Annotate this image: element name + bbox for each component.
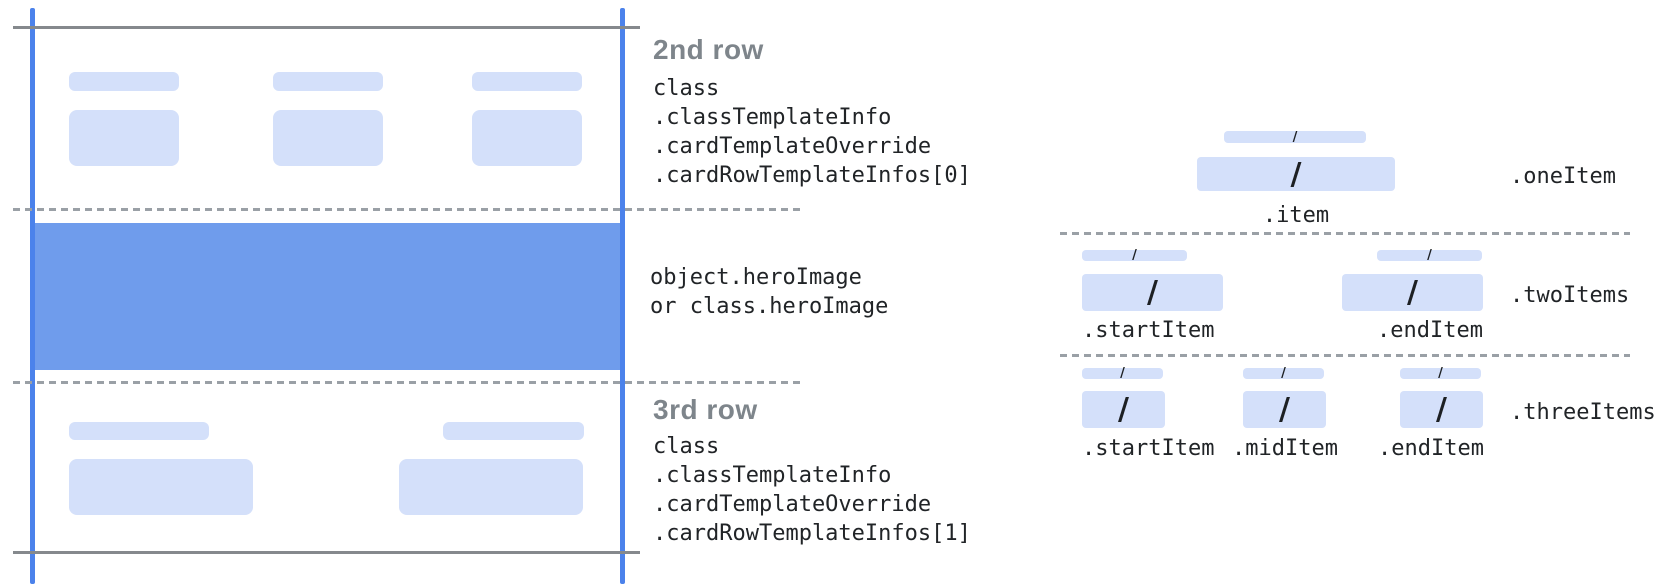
card-right-edge-line	[620, 8, 625, 584]
row3-col2-label-placeholder	[443, 422, 584, 440]
slash-placeholder: /	[1279, 392, 1290, 427]
card-top-border-line	[13, 26, 640, 29]
row3-col2-value-placeholder	[399, 459, 583, 515]
twoitems-enditem-value-bar: /	[1342, 274, 1483, 311]
slash-placeholder: /	[1427, 248, 1432, 263]
row3-col1-label-placeholder	[69, 422, 209, 440]
oneitem-item-value-bar: /	[1197, 156, 1395, 192]
oneitem-row-caption: .oneItem	[1510, 164, 1616, 189]
oneitem-twoitems-dashed-divider	[1060, 232, 1630, 235]
slash-placeholder: /	[1407, 275, 1418, 310]
slash-placeholder: /	[1132, 248, 1137, 263]
row2-hero-dashed-divider	[13, 208, 802, 211]
threeitems-miditem-label-bar: /	[1243, 366, 1324, 381]
threeitems-enditem-caption: .endItem	[1378, 436, 1484, 461]
slash-placeholder: /	[1147, 275, 1158, 310]
row2-col3-label-placeholder	[472, 72, 582, 91]
twoitems-enditem-caption: .endItem	[1377, 318, 1483, 343]
threeitems-enditem-value-bar: /	[1400, 391, 1483, 428]
slash-placeholder: /	[1120, 366, 1125, 381]
oneitem-item-caption: .item	[1262, 203, 1330, 228]
row2-col3-value-placeholder	[472, 110, 582, 166]
twoitems-row-caption: .twoItems	[1510, 283, 1630, 308]
row2-col2-label-placeholder	[273, 72, 383, 91]
twoitems-enditem-label-bar: /	[1377, 248, 1482, 263]
twoitems-startitem-label-bar: /	[1082, 248, 1187, 263]
row2-col1-value-placeholder	[69, 110, 179, 166]
threeitems-miditem-caption: .midItem	[1232, 436, 1338, 461]
card-left-edge-line	[30, 8, 35, 584]
threeitems-startitem-caption: .startItem	[1082, 436, 1215, 461]
row2-col2-value-placeholder	[273, 110, 383, 166]
twoitems-threeitems-dashed-divider	[1060, 354, 1630, 357]
twoitems-startitem-value-bar: /	[1082, 274, 1223, 311]
slash-placeholder: /	[1290, 156, 1302, 192]
row3-code-path: class .classTemplateInfo .cardTemplateOv…	[653, 434, 971, 546]
row3-heading: 3rd row	[653, 394, 758, 425]
slash-placeholder: /	[1438, 366, 1443, 381]
slash-placeholder: /	[1281, 366, 1286, 381]
hero-row3-dashed-divider	[13, 381, 802, 384]
row2-col1-label-placeholder	[69, 72, 179, 91]
slash-placeholder: /	[1118, 392, 1129, 427]
hero-image-code-path: object.heroImage or class.heroImage	[650, 265, 889, 319]
slash-placeholder: /	[1292, 129, 1298, 145]
threeitems-startitem-label-bar: /	[1082, 366, 1163, 381]
threeitems-miditem-value-bar: /	[1243, 391, 1326, 428]
oneitem-item-label-bar: /	[1224, 129, 1366, 145]
card-bottom-border-line	[13, 551, 640, 554]
slash-placeholder: /	[1436, 392, 1447, 427]
row2-heading: 2nd row	[653, 34, 764, 65]
row3-col1-value-placeholder	[69, 459, 253, 515]
threeitems-enditem-label-bar: /	[1400, 366, 1481, 381]
threeitems-startitem-value-bar: /	[1082, 391, 1165, 428]
row2-code-path: class .classTemplateInfo .cardTemplateOv…	[653, 76, 971, 188]
hero-image-band	[35, 223, 620, 370]
twoitems-startitem-caption: .startItem	[1082, 318, 1215, 343]
threeitems-row-caption: .threeItems	[1510, 400, 1656, 425]
